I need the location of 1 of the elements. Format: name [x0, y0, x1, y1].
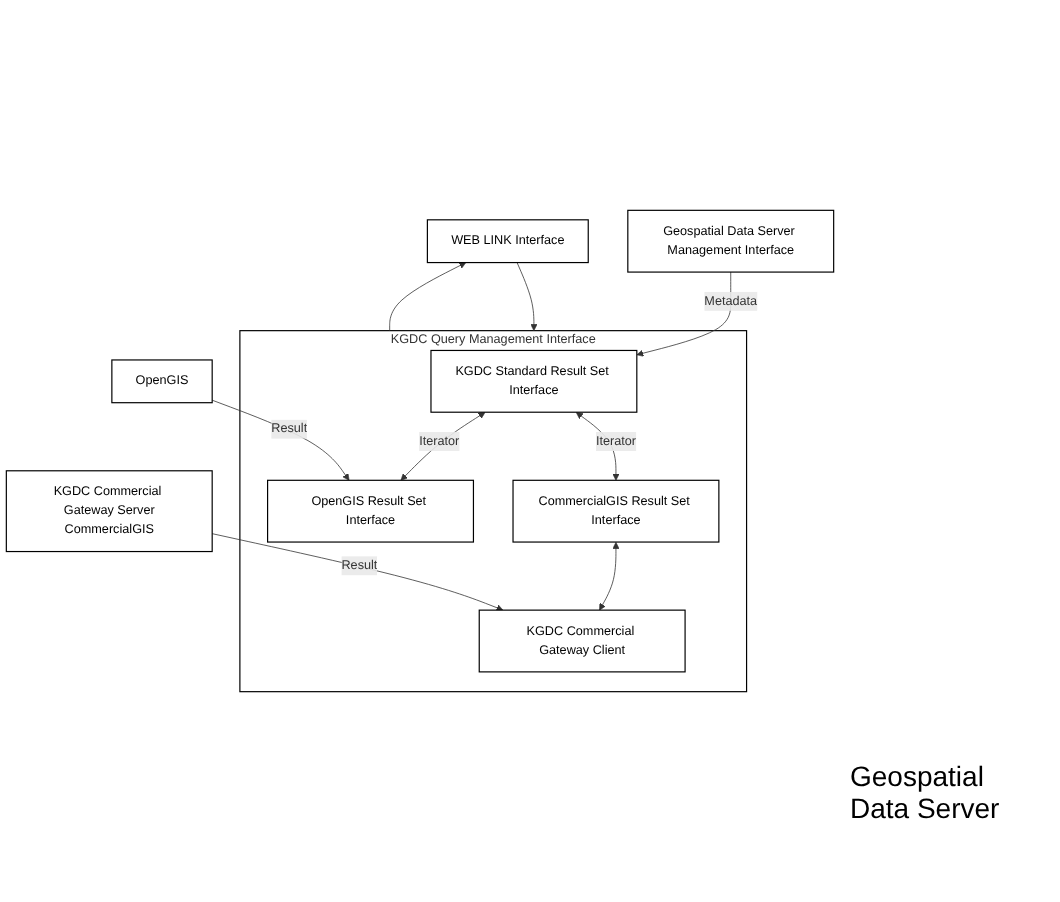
- side-label: Geospatial Data Server: [850, 760, 1002, 824]
